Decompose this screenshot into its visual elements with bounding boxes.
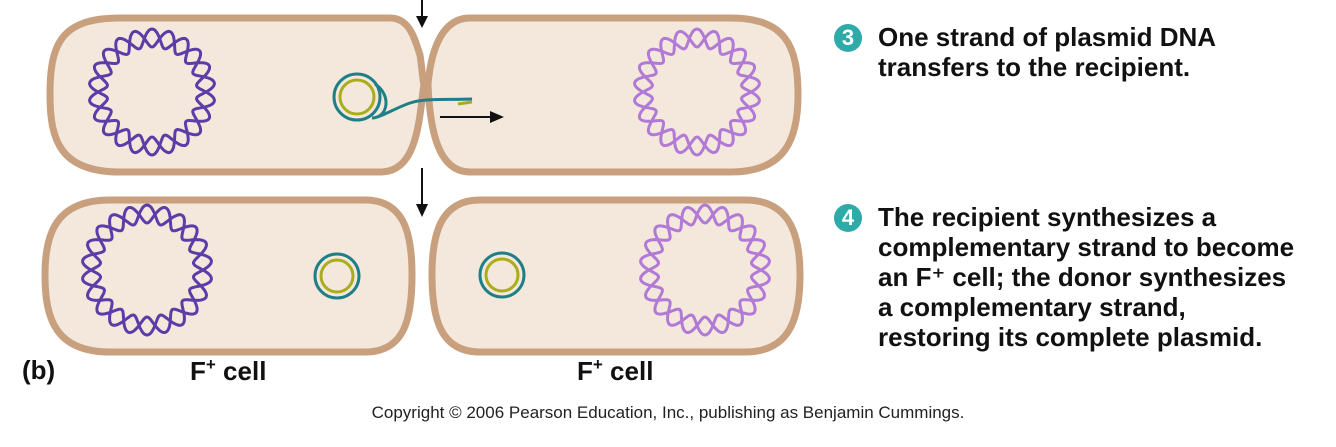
left-cell-bottom xyxy=(41,196,416,356)
cell-label-right: F+ cell xyxy=(577,355,653,387)
down-arrow-top xyxy=(416,0,428,28)
cell-label-base: F xyxy=(577,356,593,386)
step-4-line: restoring its complete plasmid. xyxy=(878,322,1263,352)
step-4-badge: 4 xyxy=(834,204,862,232)
cell-label-rest: cell xyxy=(215,356,267,386)
transferring-dna-strand xyxy=(371,82,473,120)
step-3-line: transfers to the recipient. xyxy=(878,52,1191,82)
right-cell-bottom xyxy=(428,196,804,356)
step-4-line: The recipient synthesizes a xyxy=(878,202,1217,232)
cell-label-left: F+ cell xyxy=(190,355,266,387)
donor-plasmid-top xyxy=(332,72,382,122)
right-chromosome-bottom xyxy=(639,203,771,337)
donor-cell-top xyxy=(46,14,428,176)
recipient-chromosome-top xyxy=(633,27,761,157)
step-4-text: The recipient synthesizes a complementar… xyxy=(878,202,1294,352)
cell-label-sup: + xyxy=(592,355,603,374)
down-arrow-middle xyxy=(416,168,428,217)
cell-label-sup: + xyxy=(205,355,216,374)
step-4-line: a complementary strand, xyxy=(878,292,1186,322)
dna-strand xyxy=(639,206,771,337)
cell-label-base: F xyxy=(190,356,206,386)
dna-strand xyxy=(88,29,216,157)
plasmid-right-bottom xyxy=(478,251,526,299)
transfer-direction-arrow xyxy=(440,111,504,123)
dna-strand xyxy=(633,29,761,157)
panel-label: (b) xyxy=(22,355,56,385)
plasmid-left-bottom xyxy=(313,252,361,300)
recipient-cell-top xyxy=(424,14,802,176)
donor-chromosome-top xyxy=(88,27,216,157)
step-3-line: One strand of plasmid DNA xyxy=(878,22,1217,52)
dna-strand xyxy=(81,206,213,337)
step-3-badge: 3 xyxy=(834,24,862,52)
left-chromosome-bottom xyxy=(81,203,213,337)
copyright-notice: Copyright © 2006 Pearson Education, Inc.… xyxy=(371,403,965,422)
step-3-text: One strand of plasmid DNA transfers to t… xyxy=(878,22,1216,82)
step-4-line: an F⁺ cell; the donor synthesizes xyxy=(878,262,1287,292)
cell-label-rest: cell xyxy=(602,356,654,386)
new-complementary-strand xyxy=(457,100,473,106)
step-4-line: complementary strand to become xyxy=(878,232,1295,262)
